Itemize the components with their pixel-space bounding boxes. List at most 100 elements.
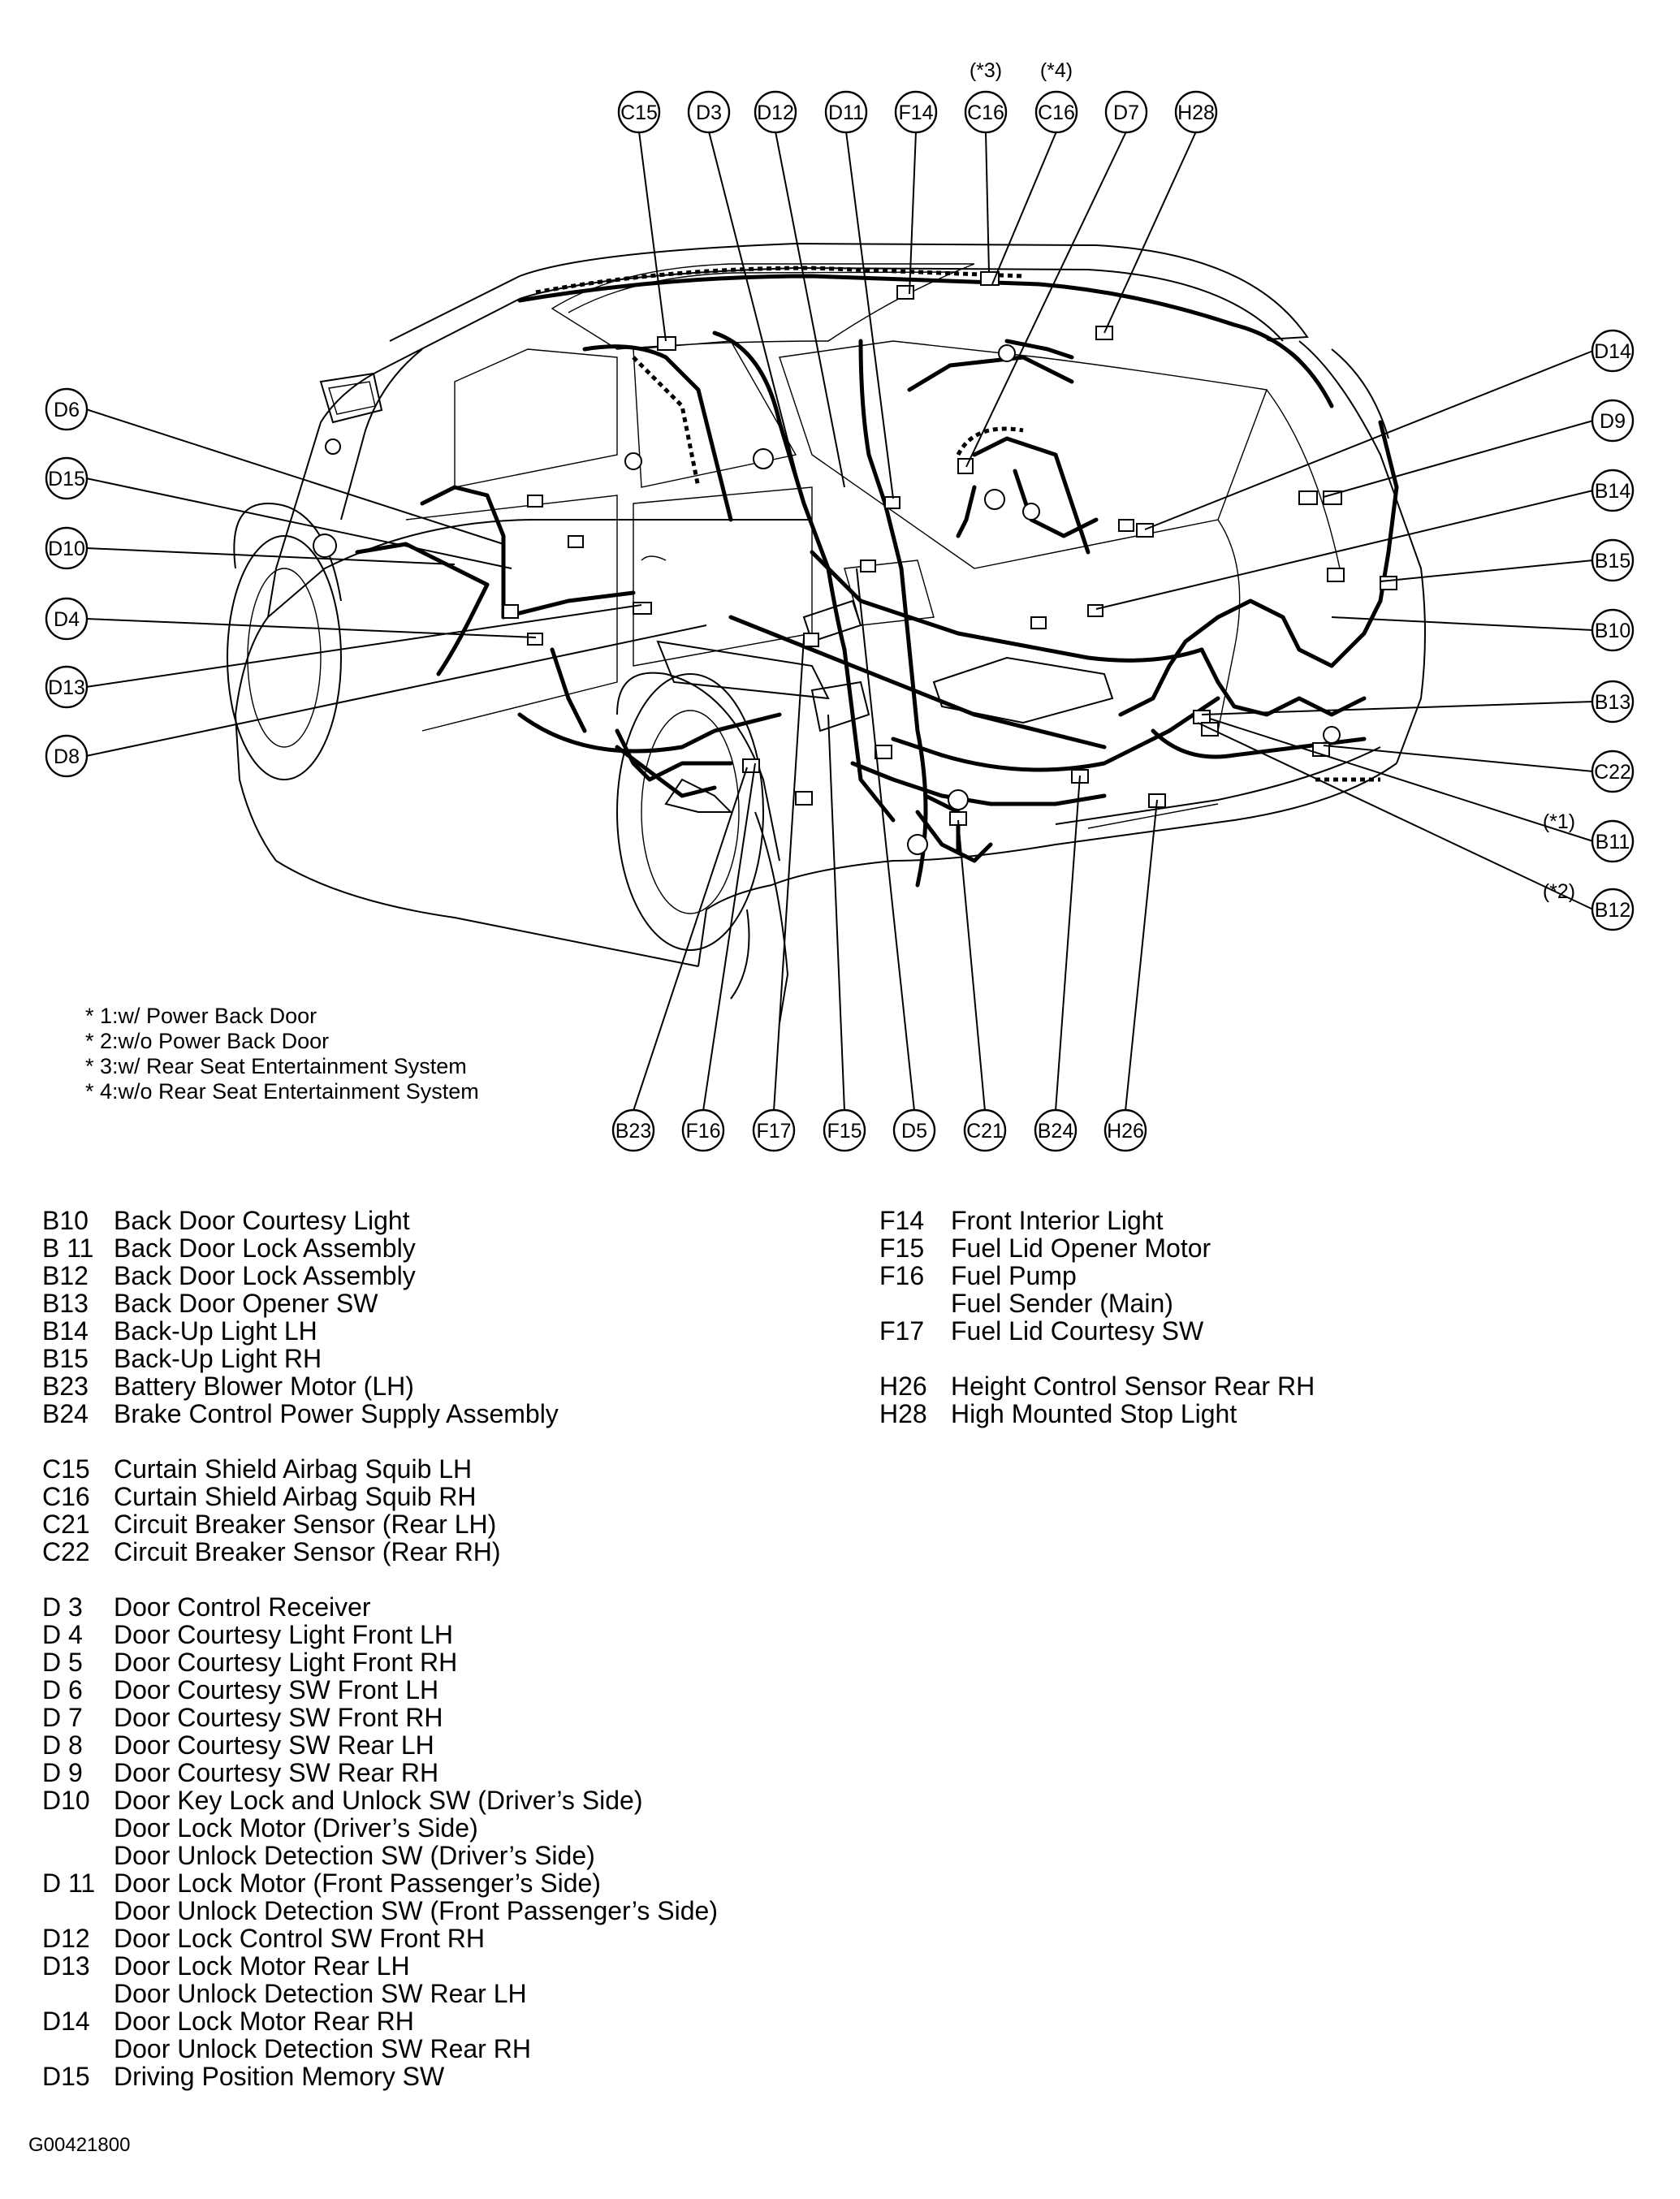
legend-code: B12 — [42, 1261, 89, 1290]
legend-desc: Battery Blower Motor (LH) — [114, 1372, 414, 1401]
callout-d3-top: D3 — [687, 90, 731, 134]
svg-text:D7: D7 — [1113, 102, 1139, 124]
svg-text:F15: F15 — [827, 1120, 862, 1143]
callout-c21-bottom: C21 — [963, 1108, 1007, 1152]
callout-d10-left: D10 — [45, 526, 89, 570]
svg-text:C22: C22 — [1594, 761, 1631, 784]
legend-code: D 8 — [42, 1730, 83, 1760]
legend-code: D 6 — [42, 1675, 83, 1704]
svg-text:B11: B11 — [1596, 831, 1630, 853]
legend-desc: Door Unlock Detection SW Rear RH — [114, 2034, 531, 2063]
legend-row: B13 Back Door Opener SW — [42, 1290, 718, 1317]
footnotes: * 1:w/ Power Back Door * 2:w/o Power Bac… — [85, 1004, 479, 1104]
legend-code: D14 — [42, 2007, 90, 2036]
callout-h26-bottom: H26 — [1103, 1108, 1147, 1152]
svg-text:B12: B12 — [1595, 899, 1630, 922]
legend-code: D 9 — [42, 1758, 83, 1787]
legend-desc: Fuel Pump — [951, 1261, 1077, 1290]
legend-desc: Back Door Opener SW — [114, 1289, 378, 1318]
callout-d14-right: D14 — [1591, 329, 1635, 373]
legend-row: Door Unlock Detection SW (Front Passenge… — [42, 1897, 718, 1925]
legend-desc: Door Lock Control SW Front RH — [114, 1924, 486, 1953]
svg-text:C16: C16 — [1038, 102, 1075, 124]
legend-desc: Door Courtesy SW Front RH — [114, 1703, 443, 1732]
legend-code: B10 — [42, 1206, 89, 1235]
callout-d4-left: D4 — [45, 597, 89, 641]
legend-desc: Circuit Breaker Sensor (Rear LH) — [114, 1510, 497, 1539]
footnote: * 1:w/ Power Back Door — [85, 1004, 317, 1028]
svg-text:D8: D8 — [54, 745, 80, 768]
legend-desc: Brake Control Power Supply Assembly — [114, 1399, 559, 1428]
svg-text:B23: B23 — [615, 1120, 651, 1143]
svg-text:D3: D3 — [696, 102, 722, 124]
callout-d6-left: D6 — [45, 387, 89, 431]
legend-row: B23 Battery Blower Motor (LH) — [42, 1372, 718, 1400]
legend-code: C16 — [42, 1482, 90, 1511]
callout-c15-top: C15 — [617, 90, 661, 134]
legend-desc: High Mounted Stop Light — [951, 1399, 1237, 1428]
callout-f17-bottom: F17 — [752, 1108, 796, 1152]
callout-c22-right: C22 — [1591, 750, 1635, 793]
callout-d13-left: D13 — [45, 665, 89, 709]
callout-f16-bottom: F16 — [681, 1108, 725, 1152]
callout-d7-top: D7 — [1104, 90, 1148, 134]
footnote: * 4:w/o Rear Seat Entertainment System — [85, 1079, 479, 1104]
svg-text:C21: C21 — [966, 1120, 1004, 1143]
svg-text:D14: D14 — [1594, 340, 1631, 363]
legend-code: F14 — [879, 1206, 925, 1235]
leader-lines — [85, 131, 1594, 1112]
legend-row: Door Unlock Detection SW Rear RH — [42, 2035, 718, 2063]
legend-desc: Fuel Lid Opener Motor — [951, 1233, 1211, 1263]
legend-desc: Back Door Courtesy Light — [114, 1206, 410, 1235]
svg-text:H28: H28 — [1177, 102, 1215, 124]
legend-row: Door Unlock Detection SW (Driver’s Side) — [42, 1842, 718, 1869]
legend-code: C22 — [42, 1537, 90, 1566]
svg-text:C15: C15 — [620, 102, 658, 124]
legend-desc: Driving Position Memory SW — [114, 2062, 445, 2091]
svg-text:(*1): (*1) — [1543, 810, 1575, 833]
legend-row: Fuel Sender (Main) — [879, 1290, 1315, 1317]
footnote: * 3:w/ Rear Seat Entertainment System — [85, 1054, 467, 1078]
callout-d11-top: D11 — [824, 90, 868, 134]
svg-text:F14: F14 — [898, 102, 933, 124]
legend-desc: Door Lock Motor (Driver’s Side) — [114, 1813, 478, 1843]
legend-row: H28 High Mounted Stop Light — [879, 1400, 1315, 1428]
legend-code: H26 — [879, 1372, 927, 1401]
legend-code — [42, 1897, 114, 1925]
legend-row: F16 Fuel Pump — [879, 1262, 1315, 1290]
legend-code: H28 — [879, 1399, 927, 1428]
svg-text:H26: H26 — [1107, 1120, 1144, 1143]
legend-desc: Door Courtesy SW Rear LH — [114, 1730, 434, 1760]
callout-c16b-top: (*4) C16 — [1034, 59, 1078, 134]
legend-code: B13 — [42, 1289, 89, 1318]
legend-code: B23 — [42, 1372, 89, 1401]
legend-desc: Height Control Sensor Rear RH — [951, 1372, 1315, 1401]
svg-text:D9: D9 — [1600, 410, 1626, 433]
legend-desc: Door Courtesy Light Front LH — [114, 1620, 453, 1649]
legend-code: D 11 — [42, 1869, 96, 1898]
legend-row: D 8 Door Courtesy SW Rear LH — [42, 1731, 718, 1759]
legend-code: F16 — [879, 1261, 925, 1290]
legend-code: B24 — [42, 1399, 89, 1428]
legend-desc: Door Unlock Detection SW Rear LH — [114, 1979, 527, 2008]
callout-d12-top: D12 — [754, 90, 797, 134]
legend-code: D13 — [42, 1951, 90, 1981]
legend-desc: Back Door Lock Assembly — [114, 1233, 416, 1263]
legend-code: B14 — [42, 1316, 89, 1346]
legend-code: C21 — [42, 1510, 90, 1539]
legend-row: B24 Brake Control Power Supply Assembly — [42, 1400, 718, 1428]
